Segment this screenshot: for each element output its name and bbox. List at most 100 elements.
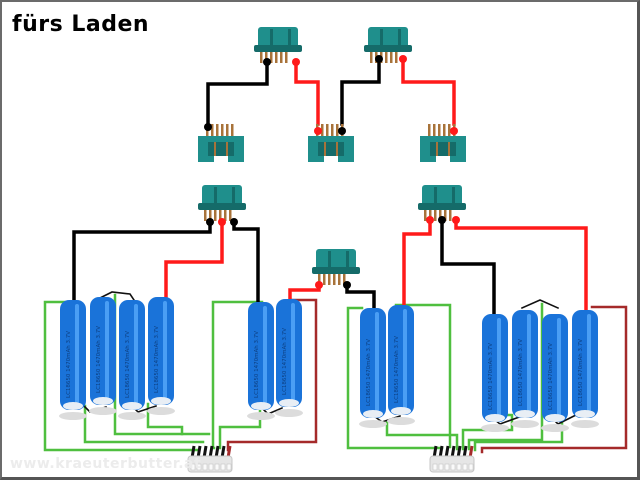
solder-dot [426, 216, 434, 224]
connector-pin [328, 273, 331, 285]
connector-pin [433, 124, 436, 136]
cell-highlight [291, 303, 295, 401]
cell-shadow [59, 412, 87, 420]
connector-cavity [208, 142, 234, 156]
connector-pin [338, 273, 341, 285]
solder-dot-layer [204, 55, 460, 289]
cell-shadow [511, 420, 539, 428]
connector-pin [424, 209, 427, 221]
wire-negative [345, 283, 376, 312]
cell-shadow [541, 424, 569, 432]
connector-ridge [380, 29, 383, 45]
connector-mid-left [198, 124, 244, 162]
cell-body [542, 314, 568, 422]
solder-dot [218, 218, 226, 226]
connector-pin [323, 273, 326, 285]
balance-wire-positive [480, 305, 628, 454]
connector-contact [436, 142, 438, 156]
connector-flange [312, 267, 360, 274]
connector-pin [270, 51, 273, 63]
connector-pin [219, 209, 222, 221]
battery-cell: LC18650 1470mAh 3.7V [541, 314, 569, 432]
wire-negative [206, 60, 269, 126]
cell-shadow [89, 407, 117, 415]
connector-pin [428, 124, 431, 136]
connector-pin [343, 273, 346, 285]
cell-shadow [118, 412, 146, 420]
connector-top-left [254, 27, 302, 63]
solder-dot [206, 218, 214, 226]
cell-body [482, 314, 508, 422]
connector-pin [336, 124, 339, 136]
connector-pin [326, 124, 329, 136]
solder-dot [204, 123, 212, 131]
cell-interconnect [98, 291, 136, 302]
balancer-slot [468, 463, 474, 471]
wire-negative [340, 57, 381, 126]
connector-pin [224, 209, 227, 221]
balance-wire [43, 300, 199, 452]
solder-dot [314, 127, 322, 135]
solder-dot [452, 216, 460, 224]
cell-body [388, 305, 414, 415]
connector-ridge [398, 29, 401, 45]
solder-dot [343, 281, 351, 289]
connector-pin [204, 209, 207, 221]
balancer-plug-left [187, 445, 233, 473]
cell-terminal [363, 410, 383, 418]
balance-wire [346, 306, 444, 450]
cell-shadow [481, 424, 509, 432]
connector-cavity [318, 142, 344, 156]
connector-contact [336, 142, 338, 156]
balance-wire-positive [226, 298, 318, 452]
connector-pin [321, 124, 324, 136]
connector-ridge [328, 251, 331, 267]
cell-shadow [247, 412, 275, 420]
balancer-slot [432, 463, 438, 471]
cell-terminal [575, 410, 595, 418]
connector-contact [226, 142, 228, 156]
balancer-plug-right [429, 445, 475, 473]
balancer-slot [462, 463, 468, 471]
balancer-slot [226, 463, 232, 471]
cell-label: LC18650 1470mAh 3.7V [366, 339, 372, 406]
connector-pin [449, 209, 452, 221]
connector-pin [226, 124, 229, 136]
cell-label: LC18650 1470mAh 3.7V [394, 336, 400, 403]
cell-body [119, 300, 145, 410]
balancer-slot [208, 463, 214, 471]
connector-pin [211, 124, 214, 136]
connector-pin [438, 124, 441, 136]
cell-highlight [527, 314, 531, 412]
battery-cell: LC18650 1470mAh 3.7V [571, 310, 599, 428]
solder-dot [315, 281, 323, 289]
balance-wire [146, 402, 184, 436]
connector-pin [444, 209, 447, 221]
cell-shadow [359, 420, 387, 428]
cell-terminal [545, 414, 565, 422]
cell-body [148, 297, 174, 405]
battery-cell: LC18650 1470mAh 3.7V [89, 297, 117, 415]
cell-highlight [403, 309, 407, 409]
cell-shadow [147, 407, 175, 415]
connector-contact [324, 142, 326, 156]
cell-highlight [105, 301, 109, 399]
connector-pin [209, 209, 212, 221]
cell-shadow [571, 420, 599, 428]
connector-ridge [214, 187, 217, 203]
connector-pin [231, 124, 234, 136]
connector-flange [418, 203, 466, 210]
cell-label: LC18650 1470mAh 3.7V [254, 331, 260, 398]
connector-pin [370, 51, 373, 63]
cell-label: LC18650 1470mAh 3.7V [282, 328, 288, 395]
balance-wire [385, 420, 459, 451]
connector-pin [260, 51, 263, 63]
wire-negative [440, 218, 496, 318]
battery-cell: LC18650 1470mAh 3.7V [275, 299, 303, 417]
cell-label: LC18650 1470mAh 3.7V [488, 343, 494, 410]
connector-contact [448, 142, 450, 156]
wire-positive [402, 218, 432, 306]
solder-dot [338, 127, 346, 135]
